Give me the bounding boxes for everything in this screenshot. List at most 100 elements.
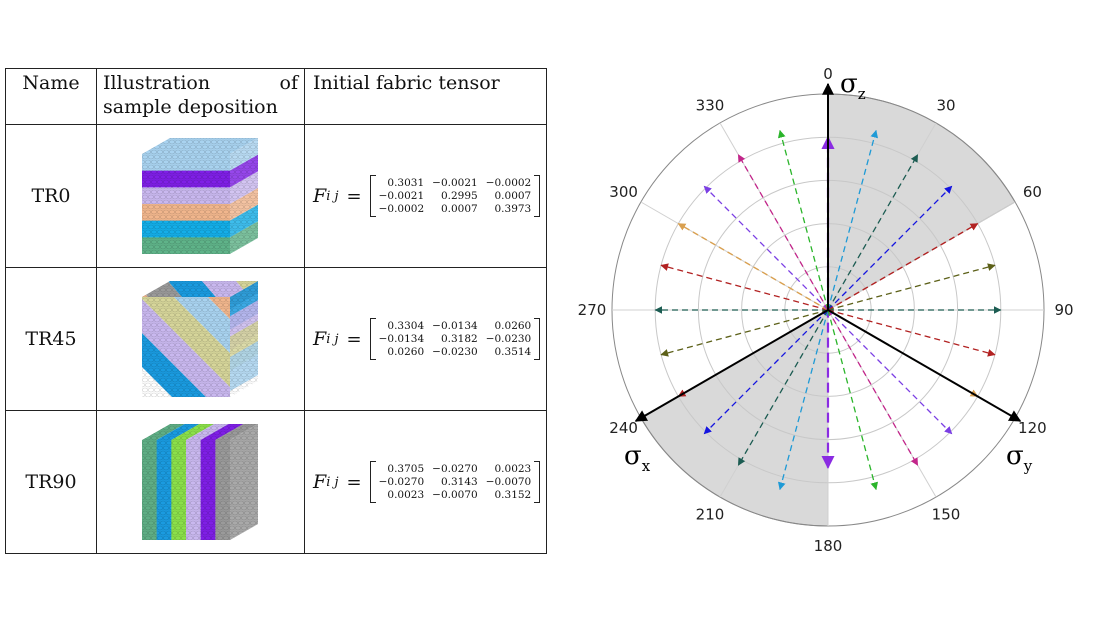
matrix-entry: −0.0021 bbox=[378, 190, 425, 202]
angle-label: 330 bbox=[696, 97, 725, 115]
matrix-entry: −0.0134 bbox=[432, 320, 478, 332]
matrix-left-bracket bbox=[369, 461, 376, 503]
stress-axis bbox=[827, 309, 1022, 422]
tensor-symbol: F bbox=[313, 471, 327, 493]
header-sample-deposition: sample deposition bbox=[103, 96, 278, 118]
matrix-entry: 0.3182 bbox=[440, 333, 478, 345]
matrix-entry: −0.0002 bbox=[378, 203, 425, 215]
matrix-entry: 0.3973 bbox=[494, 203, 532, 215]
matrix-entry: 0.3152 bbox=[494, 489, 532, 501]
sigma-y-label-symbol: σ bbox=[1006, 441, 1024, 471]
header-illustration: Illustration of sample deposition bbox=[96, 68, 305, 125]
cube-front-face bbox=[141, 440, 230, 540]
header-illustration-word: Illustration bbox=[103, 72, 211, 94]
sigma-z-label-subscript: z bbox=[858, 85, 866, 103]
tensor-symbol: F bbox=[313, 185, 327, 207]
sample-cube-image bbox=[141, 138, 258, 254]
load-direction-arrow bbox=[703, 309, 829, 435]
matrix-entry: 0.3031 bbox=[387, 177, 425, 189]
load-direction-arrow bbox=[703, 185, 829, 311]
equals-sign: = bbox=[346, 471, 362, 493]
matrix-entry: −0.0270 bbox=[378, 476, 425, 488]
tensor-subscript: i j bbox=[326, 331, 339, 347]
matrix-entry: 0.2995 bbox=[440, 190, 478, 202]
angle-label: 300 bbox=[609, 183, 638, 201]
load-direction-arrow bbox=[777, 129, 829, 311]
matrix-entry: −0.0230 bbox=[485, 333, 532, 345]
sample-name: TR90 bbox=[5, 410, 97, 554]
matrix-entry: −0.0021 bbox=[432, 177, 478, 189]
matrix-entry: 0.3705 bbox=[387, 463, 425, 475]
equals-sign: = bbox=[346, 328, 362, 350]
cube-top-face bbox=[141, 424, 258, 440]
cube-front-face bbox=[141, 297, 230, 397]
tensor-table: Name Illustration of sample deposition I… bbox=[5, 68, 547, 554]
load-direction-arrow bbox=[827, 309, 996, 357]
matrix-right-bracket bbox=[534, 175, 541, 217]
header-name: Name bbox=[5, 68, 97, 125]
grid-spoke bbox=[827, 201, 1016, 311]
matrix-entry: 0.0007 bbox=[494, 190, 532, 202]
matrix-entry: 0.0007 bbox=[440, 203, 478, 215]
tensor-subscript: i j bbox=[326, 474, 339, 490]
load-direction-arrow bbox=[660, 309, 829, 357]
sigma-z-label: σz bbox=[840, 69, 866, 103]
load-direction-arrow bbox=[660, 263, 829, 311]
angle-label: 180 bbox=[814, 537, 843, 555]
stress-axis bbox=[634, 309, 829, 422]
sample-illustration-cell bbox=[96, 267, 305, 411]
sigma-y-label-subscript: y bbox=[1023, 457, 1033, 475]
angle-label: 30 bbox=[936, 97, 955, 115]
matrix-entry: 0.0023 bbox=[494, 463, 532, 475]
load-direction-arrow bbox=[827, 129, 879, 311]
sample-name: TR0 bbox=[5, 124, 97, 268]
sigma-x-label-subscript: x bbox=[642, 457, 651, 475]
equals-sign: = bbox=[346, 185, 362, 207]
sample-illustration-cell bbox=[96, 410, 305, 554]
matrix-right-bracket bbox=[534, 461, 541, 503]
sample-cube-image bbox=[141, 424, 258, 540]
load-direction-arrow bbox=[827, 309, 953, 435]
matrix-entry: 0.3304 bbox=[387, 320, 425, 332]
matrix-right-bracket bbox=[534, 318, 541, 360]
load-direction-arrow bbox=[827, 263, 996, 311]
angle-label: 90 bbox=[1054, 301, 1073, 319]
tensor-subscript: i j bbox=[326, 188, 339, 204]
matrix-left-bracket bbox=[369, 175, 376, 217]
load-direction-arrow bbox=[827, 185, 953, 311]
sample-name: TR45 bbox=[5, 267, 97, 411]
load-direction-arrow bbox=[827, 223, 979, 311]
angle-label: 120 bbox=[1018, 419, 1047, 437]
sigma-y-label: σy bbox=[1006, 441, 1033, 475]
matrix-entry: −0.0270 bbox=[432, 463, 478, 475]
header-fabric: Initial fabric tensor bbox=[304, 68, 547, 125]
tensor-table-container: Name Illustration of sample deposition I… bbox=[5, 68, 547, 554]
angle-label: 240 bbox=[609, 419, 638, 437]
sigma-z-label-symbol: σ bbox=[840, 69, 858, 99]
matrix-entry: −0.0070 bbox=[432, 489, 478, 501]
cube-side-face bbox=[229, 138, 258, 254]
cube-front-face bbox=[141, 154, 230, 254]
matrix-entry: 0.3514 bbox=[494, 346, 532, 358]
table-header-row: Name Illustration of sample deposition I… bbox=[5, 68, 547, 125]
sample-illustration-cell bbox=[96, 124, 305, 268]
load-direction-arrow bbox=[827, 309, 879, 491]
angle-label: 150 bbox=[932, 505, 961, 523]
angle-label: 210 bbox=[696, 505, 725, 523]
matrix-entry: −0.0002 bbox=[485, 177, 532, 189]
matrix-entry: −0.0134 bbox=[378, 333, 425, 345]
